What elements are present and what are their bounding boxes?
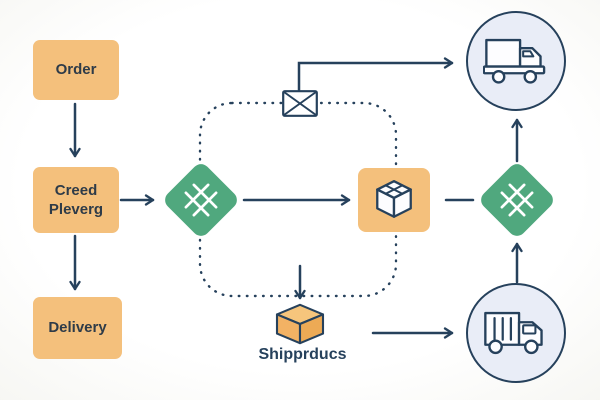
node-delivery: Delivery bbox=[33, 297, 122, 359]
node-order-label: Order bbox=[55, 61, 97, 79]
grid-hash-icon bbox=[184, 183, 218, 217]
cube-icon bbox=[376, 180, 412, 218]
node-truck-bottom bbox=[466, 283, 566, 383]
node-decision-left bbox=[161, 160, 241, 240]
node-decision-right bbox=[477, 160, 557, 240]
grid-hash-icon bbox=[500, 183, 534, 217]
shipment-package-node bbox=[272, 301, 328, 347]
arrow-envelope-to-truck-top bbox=[297, 57, 454, 92]
box-truck-icon bbox=[483, 38, 546, 84]
cargo-truck-icon bbox=[484, 311, 543, 354]
node-truck-top bbox=[466, 11, 566, 111]
envelope-icon bbox=[282, 90, 318, 117]
node-order: Order bbox=[33, 40, 119, 100]
node-creed-pleverg-label: Creed Pleverg bbox=[48, 181, 104, 219]
envelope-node bbox=[282, 90, 318, 117]
shipment-label: Shipprducs bbox=[258, 346, 347, 363]
node-package-process bbox=[358, 168, 430, 232]
node-delivery-label: Delivery bbox=[48, 319, 107, 337]
package-icon bbox=[275, 303, 325, 345]
node-creed-pleverg: Creed Pleverg bbox=[33, 167, 119, 233]
